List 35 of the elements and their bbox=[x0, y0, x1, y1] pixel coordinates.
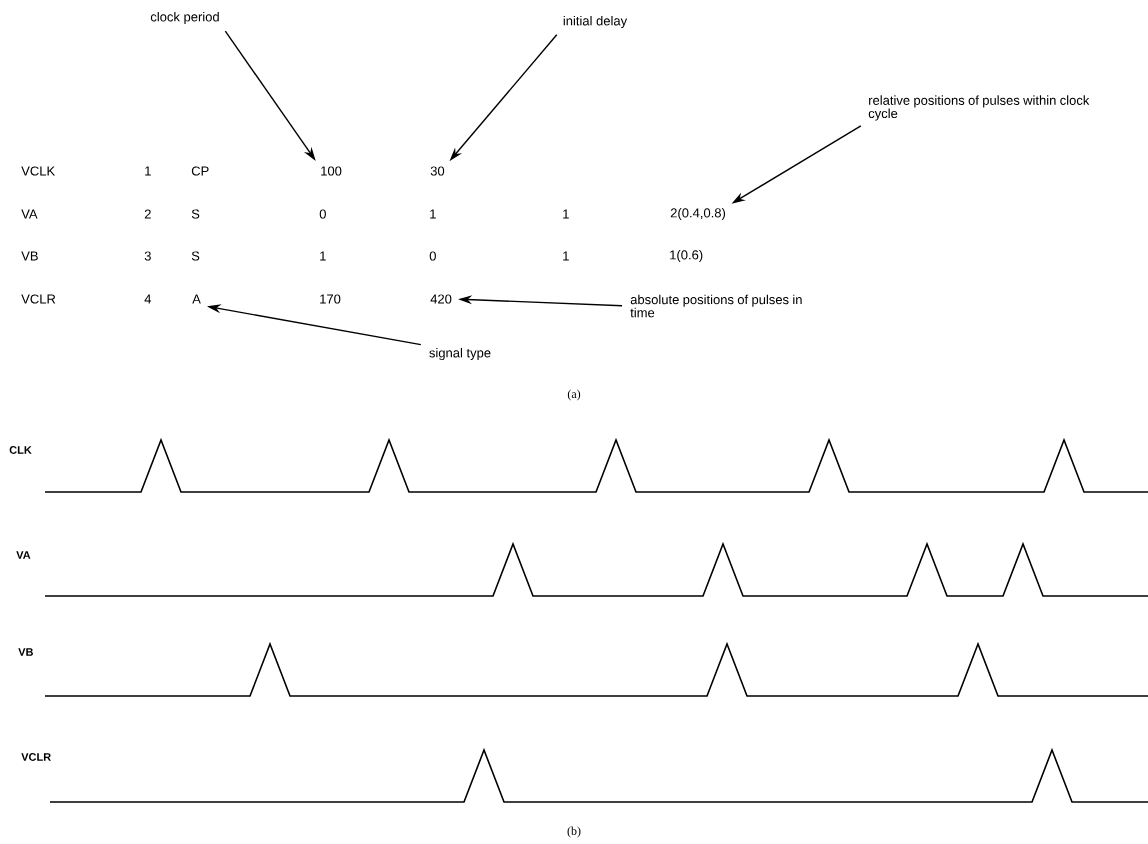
table-value: 3 bbox=[144, 251, 151, 261]
table-value: 4 bbox=[144, 294, 152, 304]
table-value: VCLR bbox=[21, 294, 56, 304]
table-value: 1 bbox=[563, 209, 569, 219]
table-value: 420 bbox=[430, 294, 452, 304]
table-value: 1 bbox=[320, 251, 326, 261]
table-value: 30 bbox=[430, 166, 445, 176]
annotation-text: relative positions of pulses within clock cycle bbox=[868, 95, 1090, 121]
table-value: 1 bbox=[563, 251, 569, 261]
table-value: 1 bbox=[430, 209, 436, 219]
table-value: 2 bbox=[144, 209, 151, 219]
annotation-text: absolute positions of pulses in time bbox=[630, 294, 802, 318]
table-value: CP bbox=[191, 166, 209, 176]
table-value: VA bbox=[21, 209, 38, 219]
panel-label: (a) bbox=[567, 389, 581, 401]
annotation-text: signal type bbox=[429, 347, 491, 361]
table-value: S bbox=[191, 209, 200, 219]
table-value: 1 bbox=[145, 166, 151, 176]
table-value: A bbox=[192, 294, 201, 304]
table-value: S bbox=[191, 251, 200, 261]
table-value: 0 bbox=[429, 251, 436, 261]
table-value: 170 bbox=[320, 294, 341, 304]
table-value: 0 bbox=[319, 209, 326, 219]
table-value: 2(0.4,0.8) bbox=[670, 207, 726, 221]
table-value: VCLK bbox=[21, 166, 55, 176]
annotation-text: initial delay bbox=[563, 15, 628, 29]
annotation-text: clock period bbox=[150, 11, 219, 25]
table-value: VB bbox=[21, 251, 38, 261]
panel-label: (b) bbox=[567, 826, 581, 838]
table-value: 1(0.6) bbox=[670, 249, 703, 263]
signal-name: VB bbox=[18, 648, 33, 656]
signal-name: CLK bbox=[9, 446, 32, 454]
signal-name: VCLR bbox=[21, 753, 51, 761]
table-value: 100 bbox=[321, 166, 342, 176]
signal-name: VA bbox=[16, 551, 31, 559]
